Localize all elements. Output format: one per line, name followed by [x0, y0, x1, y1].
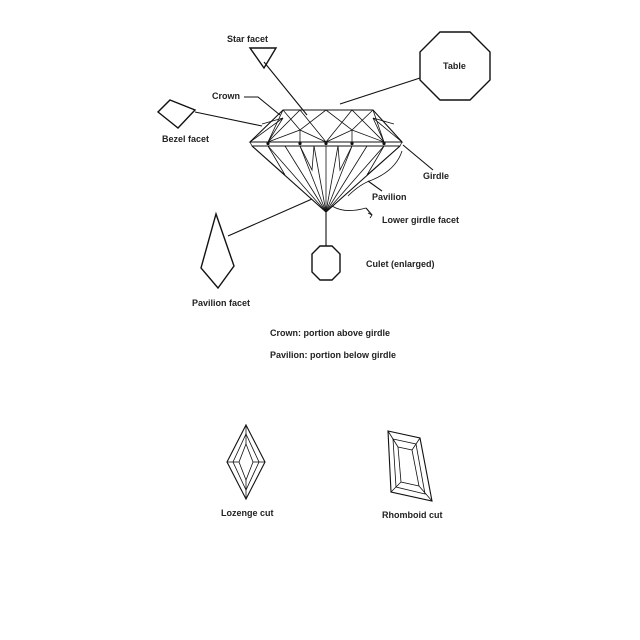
culet-label: Culet (enlarged): [366, 259, 435, 269]
rhomboid-cut-shape: [387, 430, 433, 502]
star-facet-shape: [248, 47, 278, 70]
pavilion-label: Pavilion: [372, 192, 407, 202]
crown-label: Crown: [212, 91, 240, 101]
lozenge-cut-label: Lozenge cut: [221, 508, 274, 518]
pavilion-definition: Pavilion: portion below girdle: [270, 350, 396, 360]
lozenge-cut-shape: [226, 423, 266, 501]
crown-leader: [244, 96, 281, 116]
crown-facets: [249, 109, 403, 143]
bezel-facet-shape: [156, 99, 197, 129]
girdle-label: Girdle: [423, 171, 449, 181]
girdle-leader: [402, 144, 434, 171]
pavilion-facet-label: Pavilion facet: [192, 298, 250, 308]
star-facet-leader: [263, 61, 308, 116]
lower-girdle-bracket: [331, 205, 367, 211]
brilliant-cut-diamond: [248, 109, 404, 213]
bezel-facet-label: Bezel facet: [162, 134, 209, 144]
pavilion-leader: [367, 180, 383, 192]
pavilion-brace: [347, 150, 403, 197]
pavilion-facet-shape: [200, 211, 235, 290]
pavilion-facet-leader: [227, 198, 313, 237]
table-label: Table: [443, 61, 466, 71]
girdle-points: [266, 141, 386, 146]
crown-definition: Crown: portion above girdle: [270, 328, 390, 338]
bezel-facet-leader: [194, 111, 263, 127]
rhomboid-cut-label: Rhomboid cut: [382, 510, 443, 520]
table-octagon: [419, 31, 491, 101]
lower-girdle-facet-label: Lower girdle facet: [382, 215, 459, 225]
table-leader: [339, 77, 421, 105]
culet-octagon: [311, 245, 341, 281]
lower-girdle-leader: [365, 207, 373, 216]
lower-girdle-arrowhead: [367, 212, 373, 219]
pavilion-facets: [251, 145, 401, 213]
star-facet-label: Star facet: [227, 34, 268, 44]
